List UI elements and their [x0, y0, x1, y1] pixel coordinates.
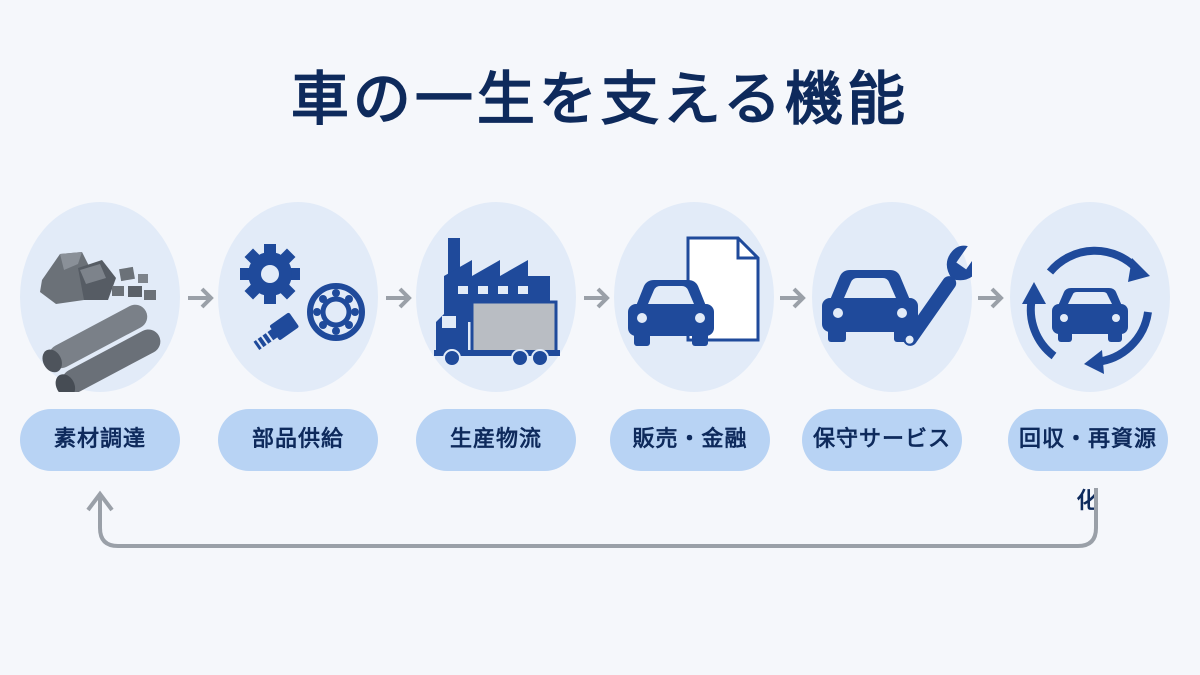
stage-circle-parts [218, 202, 378, 392]
stage-circle-sales [614, 202, 774, 392]
arrow-right-icon [780, 287, 806, 309]
car-recycle-icon [1022, 246, 1152, 374]
parts-icon [240, 244, 365, 350]
stage-label-raw-material: 素材調達 [20, 409, 180, 471]
stage-circle-raw-material [20, 202, 180, 392]
page-title: 車の一生を支える機能 [290, 65, 910, 133]
arrow-right-icon [978, 287, 1004, 309]
wrench-icon [903, 245, 972, 346]
stage-circle-logistics [416, 202, 576, 392]
stage-circle-maintenance [812, 202, 972, 392]
car-document-icon [628, 236, 760, 346]
factory-truck-icon [434, 238, 560, 367]
stage-label-logistics: 生産物流 [416, 409, 576, 471]
stage-circle-recycling [1010, 202, 1170, 392]
car-icon [628, 280, 714, 346]
stage-label-parts: 部品供給 [218, 409, 378, 471]
arrow-right-icon [584, 287, 610, 309]
car-wrench-icon [822, 245, 972, 346]
raw-material-icon [40, 252, 161, 392]
arrow-right-icon [188, 287, 214, 309]
stage-label-maintenance: 保守サービス [802, 409, 962, 471]
arrow-right-icon [386, 287, 412, 309]
stage-label-sales-finance: 販売・金融 [610, 409, 770, 471]
stage-label-recycling: 回収・再資源化 [1008, 409, 1168, 514]
